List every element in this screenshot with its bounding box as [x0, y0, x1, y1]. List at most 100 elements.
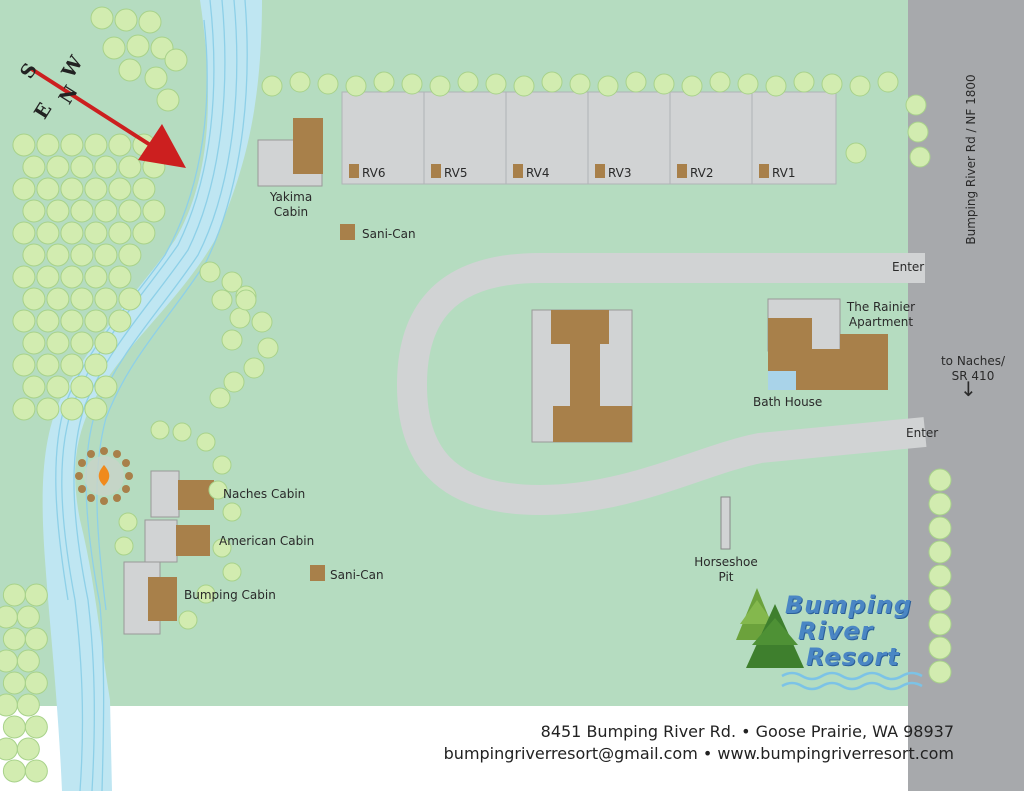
- tree: [569, 73, 591, 95]
- tree: [199, 261, 221, 283]
- naches-cabin-label[interactable]: Naches Cabin: [223, 487, 306, 501]
- tree: [243, 357, 265, 379]
- tree: [229, 307, 251, 329]
- tree: [118, 58, 142, 82]
- tree: [212, 538, 232, 558]
- rv-site-label[interactable]: RV3: [608, 166, 632, 180]
- direction-note: to Naches/ SR 410: [940, 354, 1006, 383]
- tree: [928, 588, 952, 612]
- tree: [928, 660, 952, 684]
- tree: [457, 71, 479, 93]
- tree: [84, 397, 108, 421]
- rv-markers: [349, 164, 769, 178]
- tree: [22, 199, 46, 223]
- footer-contact[interactable]: bumpingriverresort@gmail.com • www.bumpi…: [443, 744, 954, 763]
- tree: [485, 73, 507, 95]
- tree: [221, 271, 243, 293]
- tree: [928, 516, 952, 540]
- brand-line-3: Resort: [806, 643, 900, 671]
- logo-trees: [736, 588, 804, 668]
- tree: [0, 693, 18, 717]
- lodge-building: [551, 310, 632, 442]
- tree: [60, 265, 84, 289]
- tree: [24, 715, 48, 739]
- tree: [46, 155, 70, 179]
- tree: [108, 265, 132, 289]
- tree: [46, 243, 70, 267]
- tree: [12, 265, 36, 289]
- tree: [845, 142, 867, 164]
- tree: [513, 75, 535, 97]
- tree: [118, 512, 138, 532]
- tree: [821, 73, 843, 95]
- horseshoe-pit-marker: [720, 496, 731, 550]
- tree: [114, 8, 138, 32]
- bath-house-label[interactable]: Bath House: [753, 395, 823, 409]
- rv-site-label[interactable]: RV4: [526, 166, 550, 180]
- tree: [22, 243, 46, 267]
- tree: [597, 75, 619, 97]
- tree: [2, 759, 26, 783]
- yakima-cabin-label[interactable]: Yakima Cabin: [269, 190, 313, 219]
- tree: [84, 353, 108, 377]
- tree: [235, 289, 257, 311]
- rv-site-label[interactable]: RV6: [362, 166, 386, 180]
- tree: [12, 221, 36, 245]
- tree: [94, 155, 118, 179]
- brand-line-1: Bumping: [785, 591, 913, 619]
- fire-icon: [98, 465, 110, 486]
- tree: [849, 75, 871, 97]
- sani-can-2-marker: [310, 565, 325, 581]
- tree: [36, 397, 60, 421]
- tree: [108, 309, 132, 333]
- compass-arrow: [28, 66, 186, 168]
- tree: [22, 331, 46, 355]
- entrance-top-label[interactable]: Enter: [892, 260, 925, 274]
- tree: [928, 540, 952, 564]
- tree: [251, 311, 273, 333]
- american-cabin-building: [176, 525, 210, 556]
- tree: [209, 387, 231, 409]
- rv-site-label[interactable]: RV2: [690, 166, 714, 180]
- bumping-cabin-label[interactable]: Bumping Cabin: [184, 588, 276, 602]
- tree: [46, 287, 70, 311]
- sani-can-2-label: Sani-Can: [330, 568, 384, 582]
- tree: [737, 73, 759, 95]
- driveway-loop: [396, 253, 927, 516]
- tree: [36, 353, 60, 377]
- tree: [70, 243, 94, 267]
- tree: [429, 75, 451, 97]
- logo-waves: [781, 671, 923, 691]
- tree: [156, 88, 180, 112]
- tree: [928, 612, 952, 636]
- tree: [909, 146, 931, 168]
- american-cabin-label[interactable]: American Cabin: [219, 534, 315, 548]
- rainier-apartment-label[interactable]: The Rainier Apartment: [846, 300, 916, 329]
- horseshoe-pit-label[interactable]: Horseshoe Pit: [694, 555, 758, 584]
- rainier-building: [768, 318, 888, 390]
- entrance-bottom-label[interactable]: Enter: [906, 426, 939, 440]
- tree: [102, 36, 126, 60]
- tree: [70, 199, 94, 223]
- tree: [345, 75, 367, 97]
- tree: [221, 329, 243, 351]
- tree: [178, 610, 198, 630]
- tree: [24, 627, 48, 651]
- rv-site-label[interactable]: RV1: [772, 166, 796, 180]
- sani-can-1-marker: [340, 224, 355, 240]
- tree: [60, 221, 84, 245]
- tree: [150, 420, 170, 440]
- rv-site-label[interactable]: RV5: [444, 166, 468, 180]
- tree: [681, 75, 703, 97]
- tree: [144, 66, 168, 90]
- tree: [118, 243, 142, 267]
- tree: [653, 73, 675, 95]
- tree: [289, 71, 311, 93]
- tree: [401, 73, 423, 95]
- tree: [138, 10, 162, 34]
- tree: [118, 287, 142, 311]
- tree: [94, 331, 118, 355]
- tree: [928, 468, 952, 492]
- tree: [16, 649, 40, 673]
- tree: [70, 155, 94, 179]
